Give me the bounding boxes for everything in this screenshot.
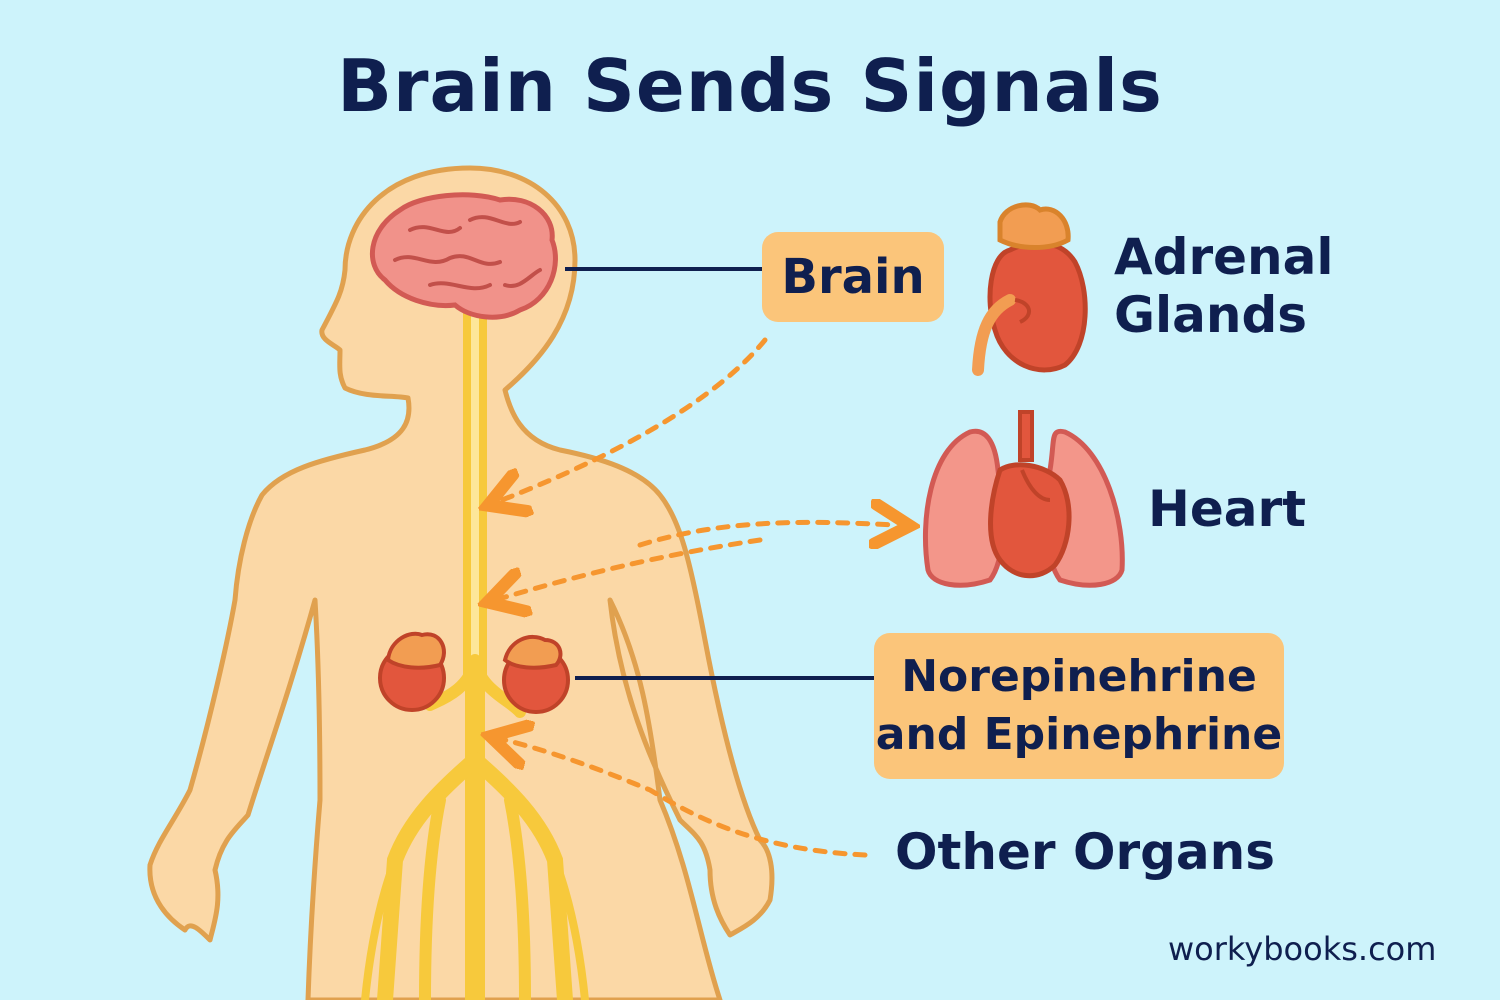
hormones-label-box: Norepinehrine and Epinephrine	[874, 633, 1284, 779]
brain-icon	[369, 192, 558, 320]
kidney-adrenal-icon	[972, 202, 1088, 376]
adrenal-gland-icon	[378, 631, 570, 714]
heart-lungs-icon	[922, 410, 1125, 588]
adrenal-glands-label: Adrenal Glands	[1114, 228, 1334, 344]
arrow-brain-to-spine	[502, 337, 768, 500]
body-silhouette	[147, 165, 775, 1000]
hormones-label-line2: and Epinephrine	[875, 709, 1283, 760]
other-organs-label: Other Organs	[895, 823, 1276, 881]
brain-label: Brain	[781, 249, 925, 305]
adrenal-label-line2: Glands	[1114, 286, 1308, 344]
nerve-system	[361, 288, 589, 1000]
hormones-label-line1: Norepinehrine	[901, 651, 1257, 702]
heart-label: Heart	[1148, 480, 1307, 538]
arrow-spine-to-heart	[637, 522, 895, 545]
arrow-organs-to-spine	[505, 740, 868, 858]
signal-arrows	[502, 337, 895, 858]
site-credit: workybooks.com	[1168, 930, 1437, 968]
page-title: Brain Sends Signals	[337, 44, 1163, 128]
arrow-heart-to-spine	[502, 537, 763, 598]
brain-label-box: Brain	[762, 232, 944, 322]
adrenal-label-line1: Adrenal	[1114, 228, 1334, 286]
